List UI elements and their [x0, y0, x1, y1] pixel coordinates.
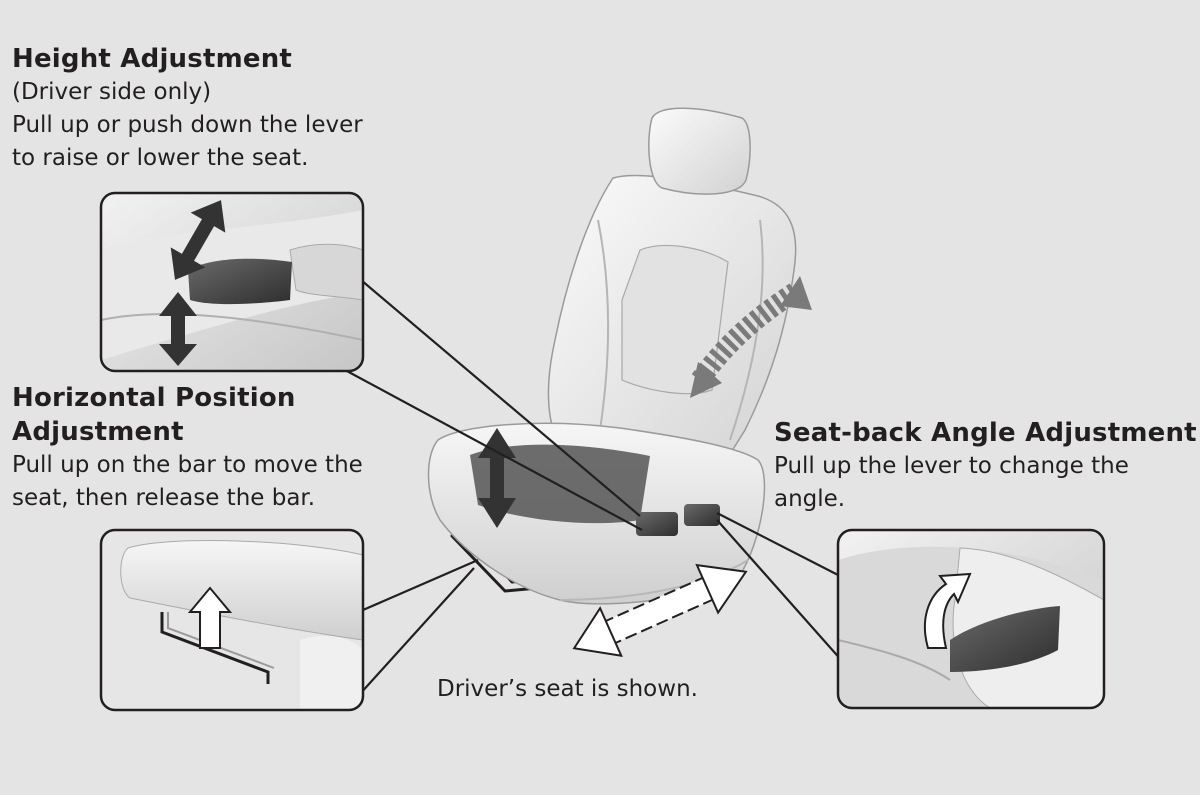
- seatback-adjustment-title: Seat-back Angle Adjustment: [774, 418, 1197, 448]
- seatback-adjustment-line2: angle.: [774, 486, 846, 512]
- leader-lines: [344, 279, 844, 706]
- inset-horizontal-bar: [99, 528, 365, 712]
- headrest: [648, 107, 751, 195]
- seatback-adjustment-line1: Pull up the lever to change the: [774, 453, 1129, 479]
- recline-lever: [684, 504, 720, 526]
- height-adjustment-line2: to raise or lower the seat.: [12, 145, 309, 171]
- cushion-shading: [470, 444, 650, 524]
- lift-lever-arrow: [923, 572, 972, 649]
- horizontal-adjustment-line1: Pull up on the bar to move the: [12, 452, 363, 478]
- pull-up-arrow: [187, 586, 233, 649]
- height-adjustment-label: Height Adjustment (Driver side only) Pul…: [12, 42, 363, 175]
- height-adjustment-line1: Pull up or push down the lever: [12, 112, 363, 138]
- horizontal-adjustment-title-line1: Horizontal Position: [12, 383, 296, 413]
- height-lever: [636, 512, 678, 536]
- height-adjustment-title: Height Adjustment: [12, 44, 293, 74]
- inset-height-lever: [99, 191, 365, 373]
- seatback-adjustment-label: Seat-back Angle Adjustment Pull up the l…: [774, 416, 1197, 516]
- figure-caption: Driver’s seat is shown.: [437, 676, 698, 702]
- recline-arrow: [690, 276, 812, 398]
- fore-aft-arrow: [572, 563, 748, 657]
- driver-seat-illustration: [427, 107, 812, 657]
- horizontal-adjustment-line2: seat, then release the bar.: [12, 485, 316, 511]
- seat-back-panel: [621, 244, 729, 395]
- height-adjustment-note: (Driver side only): [12, 79, 212, 105]
- horizontal-adjustment-label: Horizontal Position Adjustment Pull up o…: [12, 381, 363, 515]
- inset-seatback-lever: [836, 528, 1106, 710]
- horizontal-adjustment-title-line2: Adjustment: [12, 417, 184, 447]
- height-arrow: [478, 428, 516, 528]
